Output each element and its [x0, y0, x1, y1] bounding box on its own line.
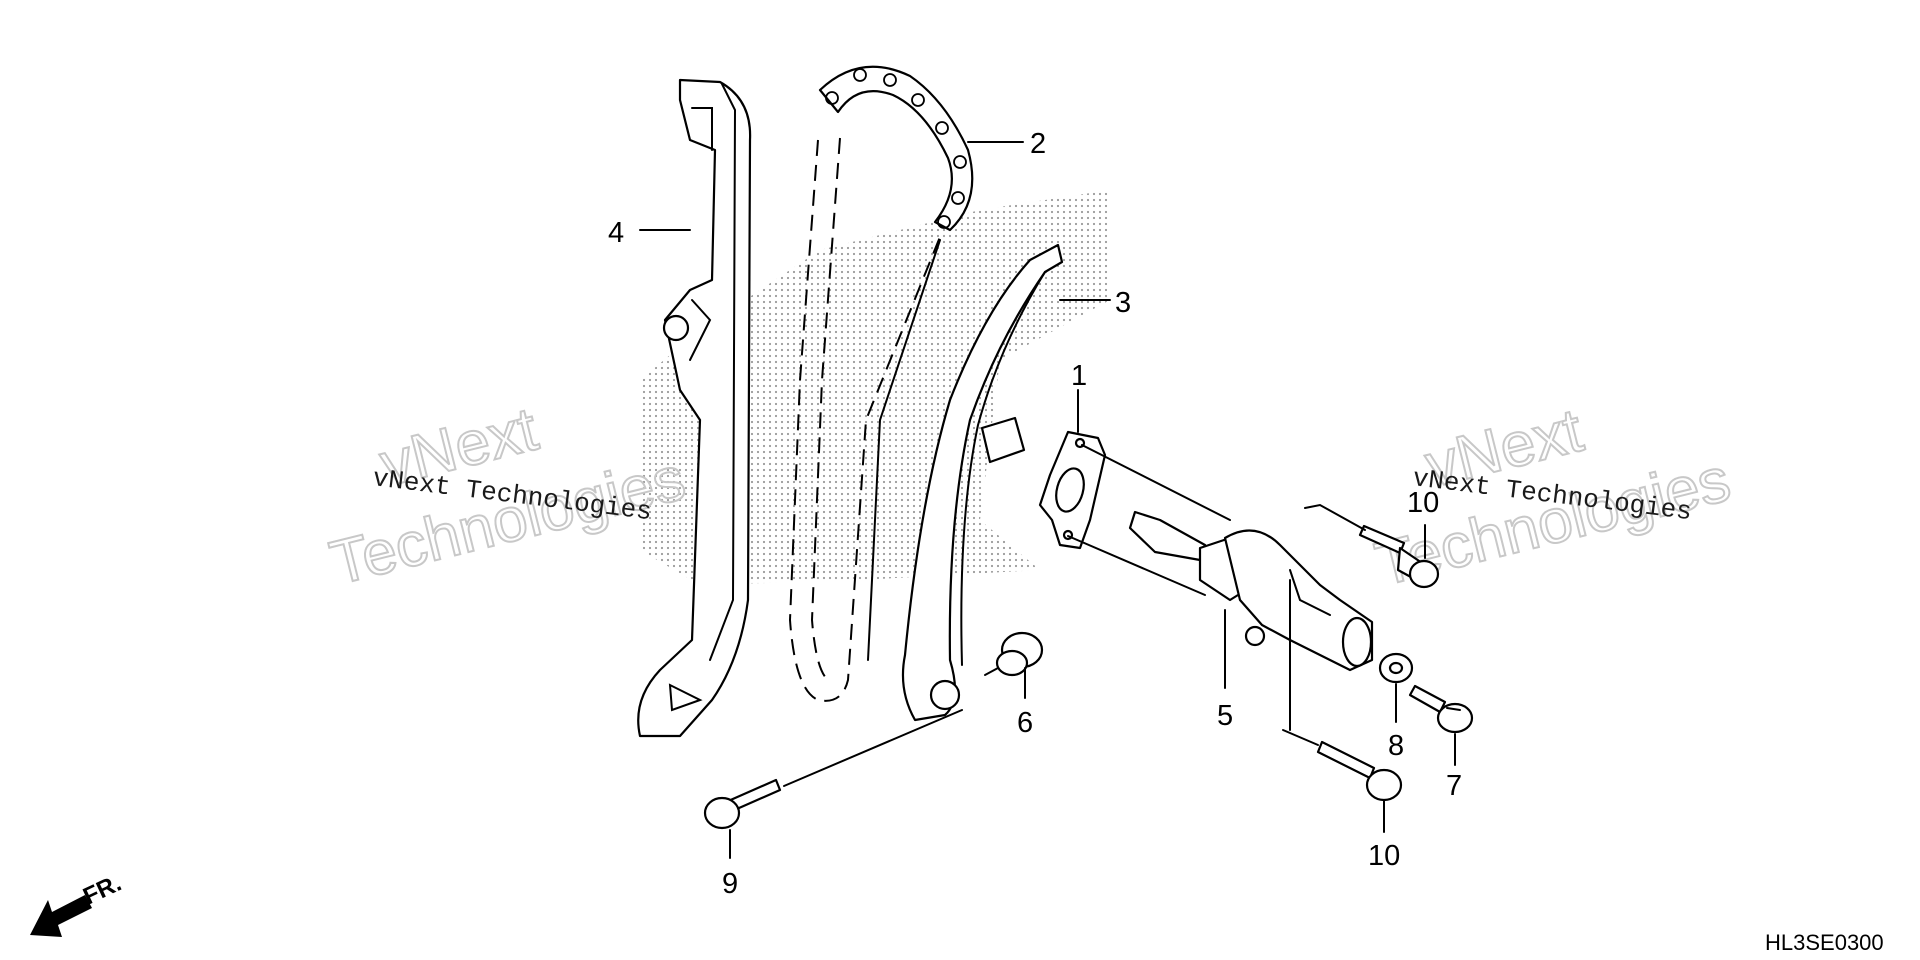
watermark-left: vNext Technologies vNext Technologies [323, 394, 693, 600]
callout-3: 3 [1115, 287, 1131, 319]
callout-labels: 1 2 3 4 5 6 7 8 9 10 10 [608, 128, 1462, 900]
callout-10-upper: 10 [1407, 487, 1439, 519]
leader-lines [639, 141, 1456, 859]
callout-9: 9 [722, 868, 738, 900]
part-2-cam-chain[interactable] [788, 65, 974, 702]
part-8-washer[interactable] [1378, 652, 1414, 684]
front-direction-indicator: FR. [30, 870, 126, 937]
callout-6: 6 [1017, 707, 1033, 739]
callout-7: 7 [1446, 770, 1462, 802]
shading-area [640, 190, 1110, 585]
callout-4: 4 [608, 217, 624, 249]
part-4-cam-chain-guide[interactable] [637, 78, 752, 738]
part-10-upper-bolt[interactable] [1304, 503, 1440, 589]
part-9-pivot-bolt[interactable] [703, 709, 963, 830]
callout-1: 1 [1071, 360, 1087, 392]
callout-5: 5 [1217, 700, 1233, 732]
part-5-tensioner-lifter[interactable] [1067, 444, 1374, 672]
part-3-tensioner-arm[interactable] [901, 243, 1064, 722]
diagram-code: HL3SE0300 [1765, 930, 1884, 955]
callout-10-lower: 10 [1368, 840, 1400, 872]
front-arrow-icon [30, 895, 92, 937]
part-1-gasket[interactable] [1038, 430, 1107, 550]
part-10-lower-bolt[interactable] [1282, 729, 1403, 802]
callout-2: 2 [1030, 128, 1046, 160]
callout-8: 8 [1388, 730, 1404, 762]
part-6-collar[interactable] [984, 631, 1044, 677]
part-7-sealing-bolt[interactable] [1408, 684, 1474, 734]
